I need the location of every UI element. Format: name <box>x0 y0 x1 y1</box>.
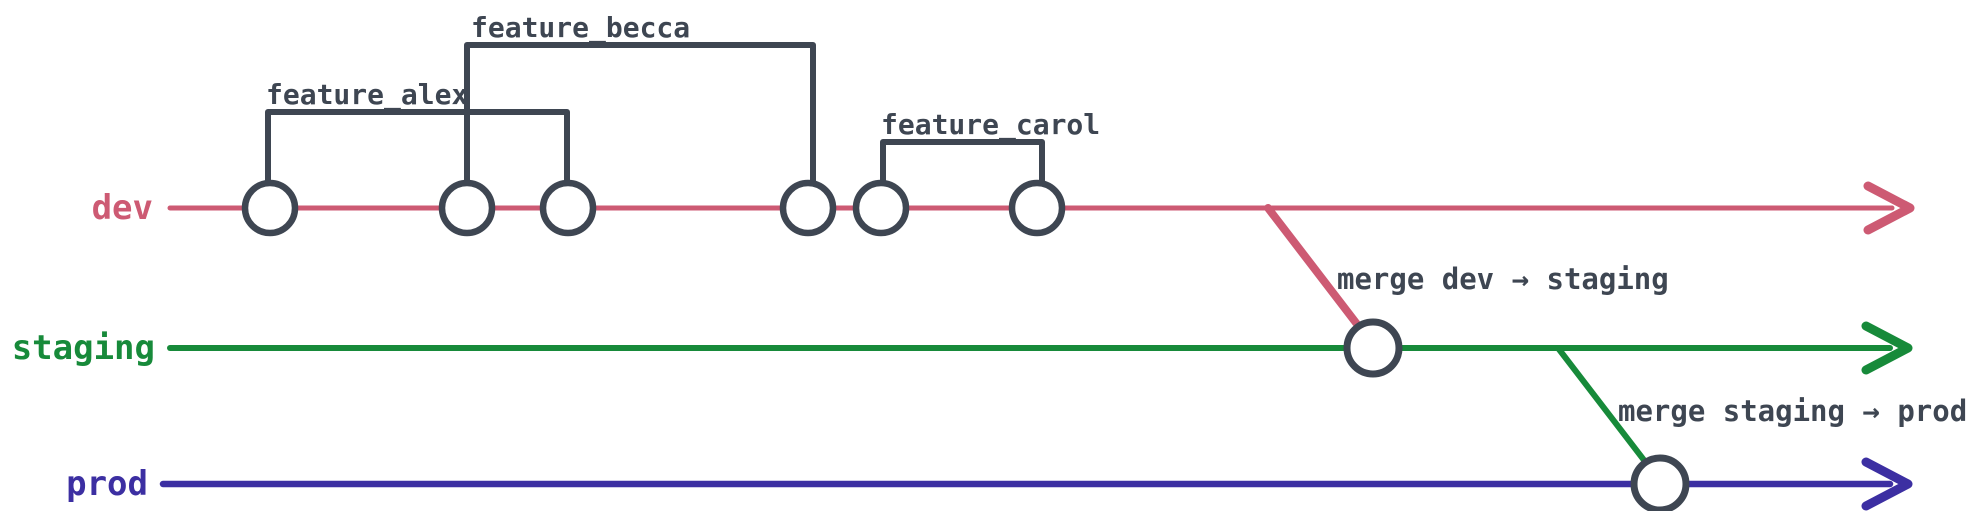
dev-commit-nodes <box>241 179 1066 237</box>
prod-branch-label: prod <box>66 464 148 504</box>
dev-arrowhead-icon <box>1863 181 1915 235</box>
feature-becca-label: feature_becca <box>471 11 690 44</box>
merge-staging-to-prod-label: merge staging → prod <box>1618 394 1967 428</box>
branch-staging: staging <box>12 321 1913 375</box>
merge-commit-node-staging <box>1343 318 1403 378</box>
feature-alex-label: feature_alex <box>266 78 468 111</box>
commit-node-dev-2 <box>438 179 496 237</box>
dev-branch-label: dev <box>92 188 153 228</box>
prod-arrowhead-icon <box>1861 457 1913 511</box>
branch-dev: dev <box>92 181 1915 235</box>
feature-carol-label: feature_carol <box>881 108 1100 141</box>
staging-branch-label: staging <box>12 328 155 368</box>
merge-line-dev-to-staging <box>1264 204 1377 349</box>
commit-node-dev-1 <box>241 179 299 237</box>
commit-node-dev-3 <box>539 179 597 237</box>
branch-prod: prod <box>66 457 1913 511</box>
merge-commit-node-prod <box>1630 454 1690 511</box>
feature-carol-bracket <box>880 139 1045 187</box>
commit-node-dev-5 <box>852 179 910 237</box>
staging-arrowhead-icon <box>1861 321 1913 375</box>
merge-line-staging-to-prod <box>1555 345 1663 484</box>
commit-node-dev-4 <box>779 179 837 237</box>
merge-dev-to-staging-label: merge dev → staging <box>1337 262 1669 296</box>
feature-becca-bracket <box>464 42 816 187</box>
commit-node-dev-6 <box>1008 179 1066 237</box>
feature-alex-bracket <box>265 109 570 187</box>
